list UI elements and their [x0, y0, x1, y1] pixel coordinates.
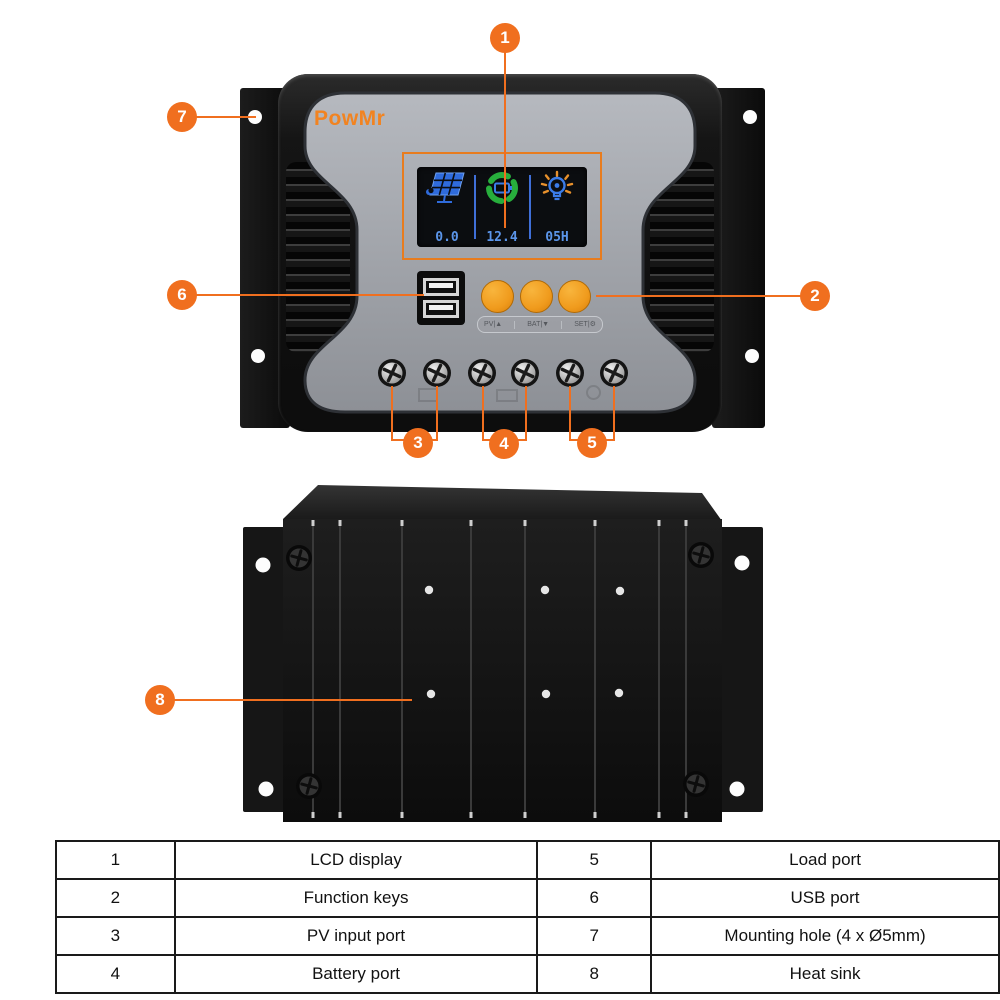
pv-key-label: PV|▲: [484, 321, 503, 328]
legend-num: 2: [55, 878, 176, 918]
legend-desc: LCD display: [173, 840, 539, 880]
load-terminal-screw-1: [555, 358, 585, 388]
legend-num: 3: [55, 916, 176, 956]
battery-terminal-screw-1: [467, 358, 497, 388]
heat-sink-front: [283, 519, 722, 822]
lcd-battery-section: 12.4: [476, 170, 528, 244]
callout-7: 7: [167, 102, 197, 132]
legend-num: 6: [536, 878, 653, 918]
case-screw-top-right: [686, 540, 716, 570]
function-key-labels: PV|▲ BAT|▼ SET|⚙: [477, 316, 603, 333]
callout-line-8: [174, 699, 412, 701]
battery-voltage-value: 12.4: [486, 230, 518, 245]
pv-port-faint-icon: [418, 388, 438, 402]
legend-desc: Function keys: [173, 878, 539, 918]
usb-slot-bottom: [423, 300, 459, 318]
callout-bracket-4-right: [525, 386, 527, 441]
lcd-pv-section: 0.0: [421, 170, 473, 244]
lcd-divider: [528, 175, 531, 239]
callout-6-label: 6: [177, 285, 187, 304]
usb-port: [417, 271, 465, 325]
load-port-faint-icon: [586, 385, 601, 400]
rear-mounting-holes: [255, 555, 750, 797]
case-screw-top-left: [284, 543, 314, 573]
legend-desc: USB port: [650, 878, 1000, 918]
case-screw-bottom-right: [681, 769, 711, 799]
mounting-hole-bottom-right: [745, 349, 759, 363]
lcd-load-section: 05H: [531, 170, 583, 244]
callout-2-label: 2: [810, 286, 820, 305]
lcd-highlight-box: [402, 152, 602, 260]
parts-legend-table: 1 LCD display 5 Load port 2 Function key…: [55, 840, 1000, 994]
rivets: [424, 585, 625, 699]
callout-5: 5: [577, 428, 607, 458]
legend-num: 4: [55, 954, 176, 994]
load-time-value: 05H: [545, 230, 569, 245]
callout-bracket-5-left: [569, 386, 571, 441]
callout-3-label: 3: [413, 433, 423, 452]
bat-key-label: BAT|▼: [527, 321, 550, 328]
legend-num: 7: [536, 916, 653, 956]
callout-6: 6: [167, 280, 197, 310]
lcd-divider: [473, 175, 476, 239]
rear-flange-left: [243, 527, 287, 812]
function-key-set: [558, 280, 591, 313]
pv-value: 0.0: [435, 230, 459, 245]
pv-terminal-screw-2: [422, 358, 452, 388]
table-row: 4 Battery port 8 Heat sink: [55, 954, 1000, 994]
callout-line-6: [196, 294, 424, 296]
table-row: 2 Function keys 6 USB port: [55, 878, 1000, 918]
callout-7-label: 7: [177, 107, 187, 126]
case-screw-bottom-left: [294, 771, 324, 801]
load-terminal-screw-2: [599, 358, 629, 388]
mounting-hole-top-right: [743, 110, 757, 124]
callout-8-label: 8: [155, 690, 165, 709]
callout-line-2: [596, 295, 802, 297]
callout-5-label: 5: [587, 433, 597, 452]
function-key-pv: [481, 280, 514, 313]
label-divider: [561, 320, 563, 329]
callout-line-1: [504, 50, 506, 228]
callout-bracket-3-left: [391, 386, 393, 441]
lcd-display: 0.0 12.4: [417, 167, 587, 247]
callout-1-label: 1: [500, 28, 510, 47]
callout-1: 1: [490, 23, 520, 53]
callout-bracket-5-right: [613, 386, 615, 441]
mounting-hole-bottom-left: [251, 349, 265, 363]
callout-4: 4: [489, 429, 519, 459]
legend-desc: Mounting hole (4 x Ø5mm): [650, 916, 1000, 956]
pv-terminal-screw-1: [377, 358, 407, 388]
battery-terminal-screw-2: [510, 358, 540, 388]
usb-slot-top: [423, 278, 459, 296]
callout-8: 8: [145, 685, 175, 715]
function-key-bat: [520, 280, 553, 313]
legend-desc: Heat sink: [650, 954, 1000, 994]
heat-sink-unit: [243, 485, 763, 822]
top-face: [283, 485, 722, 521]
label-divider: [514, 320, 516, 329]
callout-2: 2: [800, 281, 830, 311]
solar-panel-icon: [426, 172, 465, 203]
battery-port-faint-icon: [496, 389, 518, 402]
legend-desc: Battery port: [173, 954, 539, 994]
table-row: 3 PV input port 7 Mounting hole (4 x Ø5m…: [55, 916, 1000, 956]
callout-bracket-4-left: [482, 386, 484, 441]
legend-num: 5: [536, 840, 653, 880]
callout-line-7: [196, 116, 256, 118]
fin-notches: [311, 520, 688, 818]
set-key-label: SET|⚙: [574, 321, 596, 328]
brand-logo: PowMr: [314, 107, 386, 130]
heat-sink-fins: [312, 522, 687, 818]
legend-num: 8: [536, 954, 653, 994]
callout-4-label: 4: [499, 434, 509, 453]
load-bulb-icon: [540, 170, 574, 201]
legend-desc: Load port: [650, 840, 1000, 880]
battery-charge-ring-icon: [486, 172, 518, 204]
legend-num: 1: [55, 840, 176, 880]
callout-3: 3: [403, 428, 433, 458]
callout-bracket-3-right: [436, 386, 438, 441]
legend-desc: PV input port: [173, 916, 539, 956]
table-row: 1 LCD display 5 Load port: [55, 840, 1000, 880]
rear-flange-right: [718, 527, 763, 812]
